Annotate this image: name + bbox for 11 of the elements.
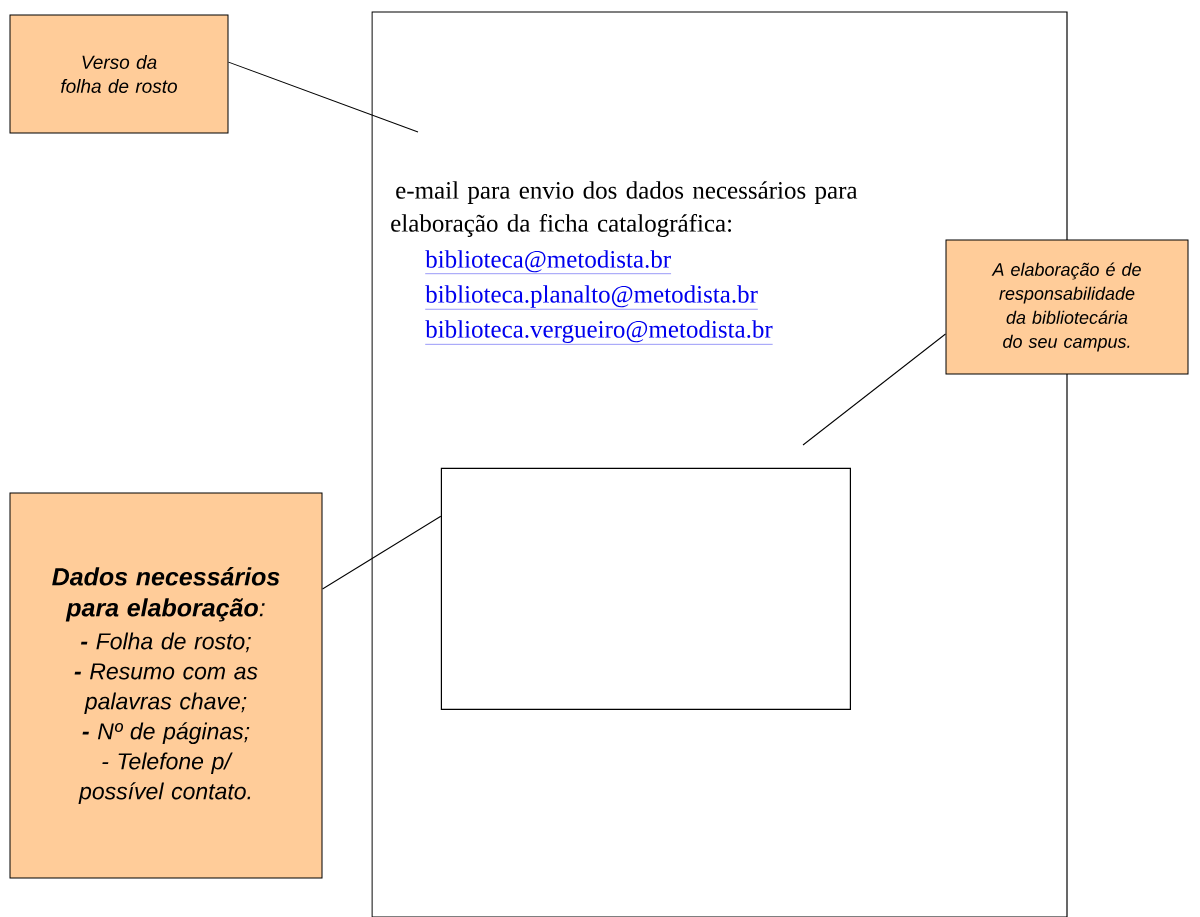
callout-box: A elaboração é de responsabilidade da bibliotecária do seu campus. bbox=[945, 239, 1189, 375]
email-link: biblioteca.planalto@metodista.br bbox=[425, 285, 759, 310]
callout-box: Dados necessários para elaboração: - Folha de rosto; - Resumo com as palavras chave; - Nº de páginas; - Telefone p/ possível contato. bbox=[9, 492, 323, 879]
instruction-text: e-mail para envio dos dados necessários para elaboração da ficha catalográfica: bbox=[391, 181, 858, 237]
email-link: biblioteca@metodista.br bbox=[425, 250, 672, 274]
empty-box bbox=[440, 467, 851, 710]
leader-line bbox=[228, 61, 419, 133]
callout-box: Verso da folha de rosto bbox=[9, 14, 229, 134]
leader-line bbox=[802, 333, 946, 446]
email-link: biblioteca.vergueiro@metodista.br bbox=[425, 320, 773, 345]
leader-line bbox=[322, 515, 442, 590]
